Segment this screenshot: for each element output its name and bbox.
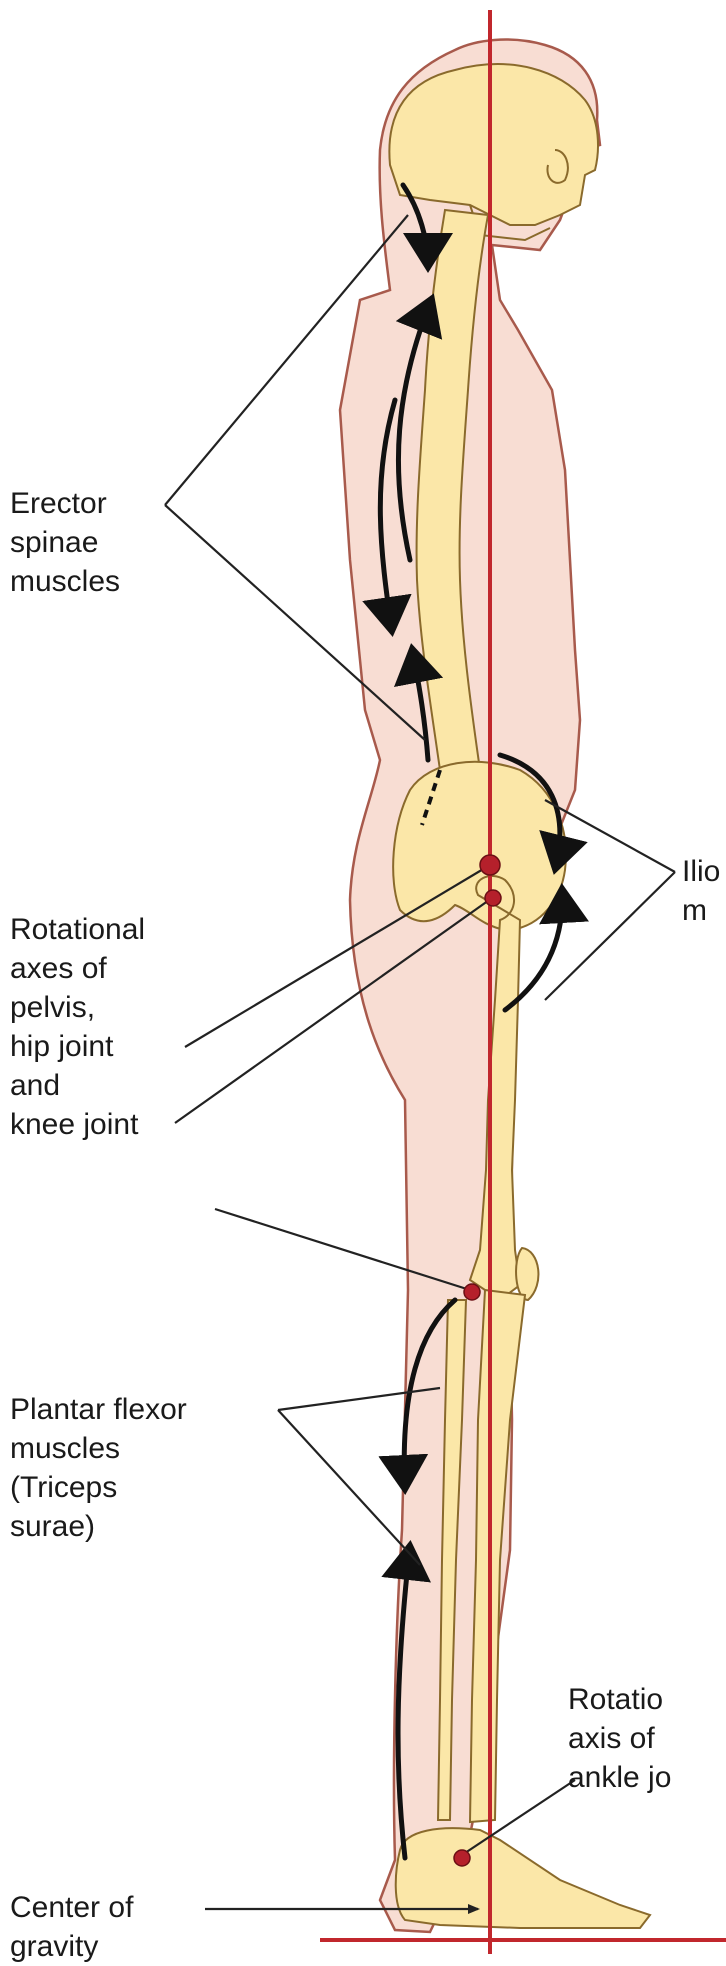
center-of-gravity-label: Center of gravity (10, 1888, 133, 1966)
leader-plantar-lower (278, 1410, 420, 1565)
pelvis-axis-dot (480, 855, 500, 875)
knee-axis-dot (464, 1284, 480, 1300)
iliopsoas-label: Ilio m (682, 852, 720, 930)
ankle-axis-label: Rotatio axis of ankle jo (568, 1680, 671, 1797)
hip-axis-dot (485, 890, 501, 906)
erector-spinae-label: Erector spinae muscles (10, 484, 120, 601)
patella-bone (516, 1248, 538, 1300)
ankle-axis-dot (454, 1850, 470, 1866)
foot-bone (396, 1828, 650, 1928)
plantar-flexor-label: Plantar flexor muscles (Triceps surae) (10, 1390, 187, 1546)
pelvis-bone (393, 762, 566, 930)
rotational-axes-label: Rotational axes of pelvis, hip joint and… (10, 910, 145, 1144)
